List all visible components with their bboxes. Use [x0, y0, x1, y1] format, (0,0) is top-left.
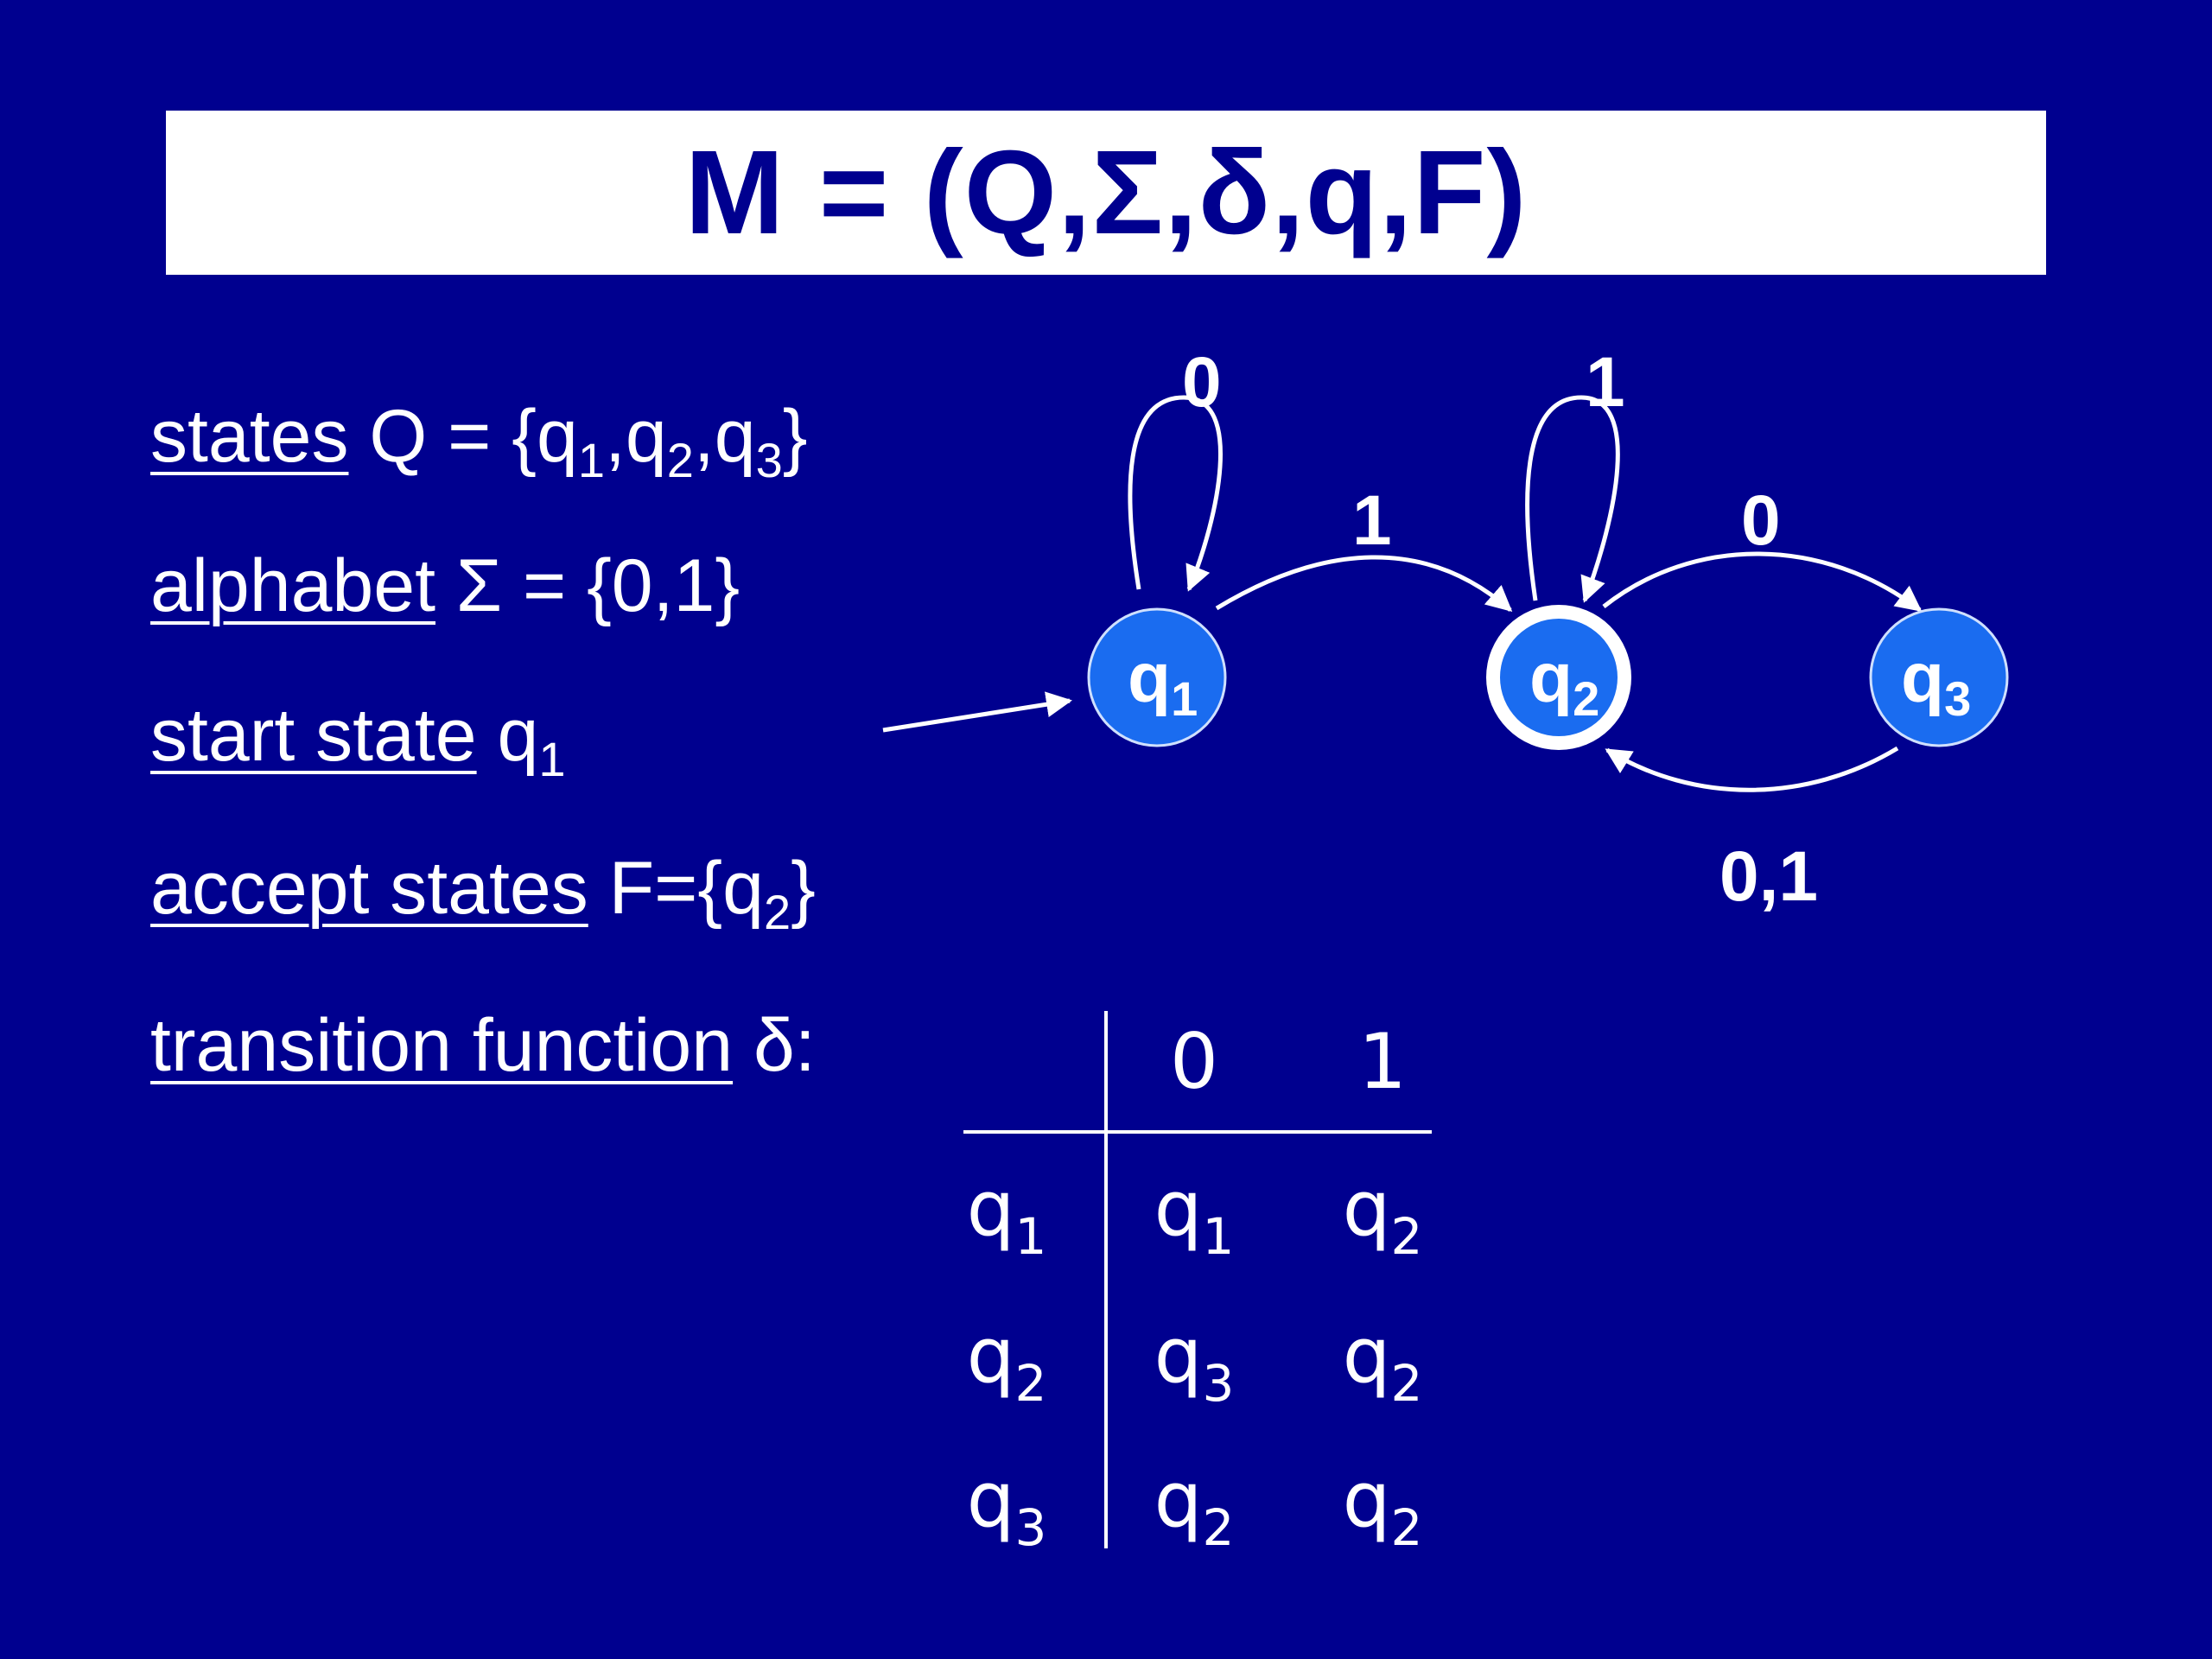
transition-q2-q3 — [1602, 551, 1923, 612]
state-q1-label: q1 — [1128, 639, 1198, 726]
definition-start-state: start state q1 — [150, 698, 566, 784]
transition-function-symbol: δ: — [753, 1004, 816, 1087]
term-alphabet: alphabet — [150, 544, 435, 627]
table-header-1: 1 — [1358, 1017, 1407, 1106]
title-box: M = (Q,Σ,δ,q,F) — [166, 111, 2046, 275]
state-q2-accept: q2 — [1486, 605, 1631, 750]
alphabet-value: Σ = {0,1} — [455, 544, 741, 627]
start-state-value: q1 — [497, 694, 566, 786]
table-cell: q3 — [1154, 1311, 1235, 1413]
table-vertical-rule — [1104, 1011, 1108, 1548]
label-q1-q2: 1 — [1352, 481, 1392, 560]
table-cell: q2 — [1342, 1455, 1423, 1557]
table-row-state: q2 — [966, 1311, 1047, 1413]
transition-q1-q1 — [1128, 395, 1224, 592]
state-q1: q1 — [1087, 607, 1227, 747]
table-horizontal-rule — [963, 1130, 1432, 1134]
definition-states: states Q = {q1,q2,q3} — [150, 399, 808, 485]
start-arrow — [882, 691, 1072, 733]
term-states: states — [150, 395, 349, 478]
state-q2-label: q2 — [1529, 639, 1599, 726]
slide-title: M = (Q,Σ,δ,q,F) — [684, 125, 1528, 259]
table-row-state: q3 — [966, 1455, 1047, 1557]
table-cell: q2 — [1154, 1455, 1235, 1557]
transition-q1-q2 — [1215, 555, 1513, 612]
transition-q3-q2 — [1605, 746, 1899, 792]
term-start-state: start state — [150, 694, 477, 777]
term-transition-function: transition function — [150, 1004, 734, 1087]
definition-alphabet: alphabet Σ = {0,1} — [150, 549, 740, 623]
definition-transition-function: transition function δ: — [150, 1008, 816, 1083]
label-q2-q2: 1 — [1586, 343, 1625, 422]
definition-accept-states: accept states F={q2} — [150, 851, 816, 937]
transition-q2-q2 — [1525, 395, 1620, 603]
states-value: Q = {q1,q2,q3} — [369, 395, 808, 487]
label-q3-q2: 0,1 — [1719, 837, 1818, 916]
label-q2-q3: 0 — [1741, 481, 1781, 560]
table-cell: q1 — [1154, 1164, 1235, 1266]
accept-states-value: F={q2} — [608, 847, 816, 939]
table-header-0: 0 — [1170, 1017, 1218, 1106]
state-q3: q3 — [1869, 607, 2009, 747]
table-cell: q2 — [1342, 1164, 1423, 1266]
table-cell: q2 — [1342, 1311, 1423, 1413]
state-q3-label: q3 — [1901, 639, 1971, 726]
label-q1-q1: 0 — [1182, 343, 1222, 422]
table-row-state: q1 — [966, 1164, 1047, 1266]
term-accept-states: accept states — [150, 847, 588, 930]
